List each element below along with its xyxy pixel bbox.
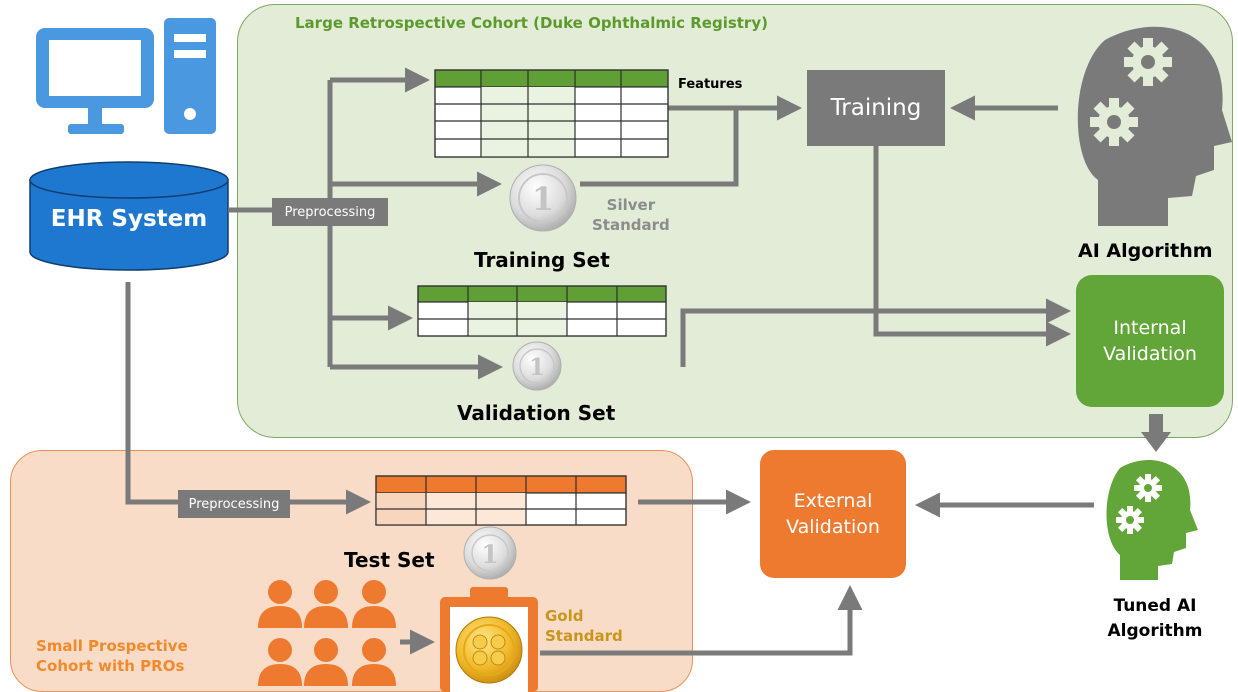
preprocessing-box-prospective: Preprocessing [178, 490, 290, 518]
validation-set-label: Validation Set [457, 401, 616, 425]
coin-icon: 1 [509, 164, 577, 232]
test-set-label: Test Set [344, 548, 435, 572]
computer-icon [36, 18, 216, 134]
validation-table [417, 285, 667, 337]
coin-icon: 1 [463, 526, 517, 580]
ai-algorithm-label: AI Algorithm [1078, 240, 1213, 262]
connector-lines [125, 67, 1094, 656]
head-gears-icon [1077, 26, 1232, 227]
gold-standard-label: Gold Standard [545, 607, 623, 645]
test-table [375, 475, 627, 526]
training-box: Training [807, 70, 945, 146]
ehr-system-label: EHR System [50, 206, 208, 232]
prospective-cohort-title: Small Prospective Cohort with PROs [36, 637, 188, 675]
head-gears-icon [1106, 460, 1198, 580]
svg-text:1: 1 [481, 540, 498, 569]
coin-icon: 1 [512, 341, 562, 391]
training-table [434, 69, 669, 158]
training-set-label: Training Set [474, 248, 610, 272]
preprocessing-box-retrospective: Preprocessing [272, 198, 388, 226]
down-arrow [1141, 414, 1171, 452]
people-icon [258, 580, 396, 686]
ehr-database-icon [29, 161, 229, 271]
gold-coin-icon [455, 616, 523, 684]
features-label: Features [678, 77, 743, 92]
silver-standard-label: Silver Standard [592, 196, 670, 234]
retrospective-cohort-title: Large Retrospective Cohort (Duke Ophthal… [295, 14, 768, 32]
svg-text:1: 1 [529, 354, 545, 381]
svg-text:1: 1 [532, 180, 554, 218]
tuned-ai-algorithm-label: Tuned AI Algorithm [1107, 596, 1203, 641]
